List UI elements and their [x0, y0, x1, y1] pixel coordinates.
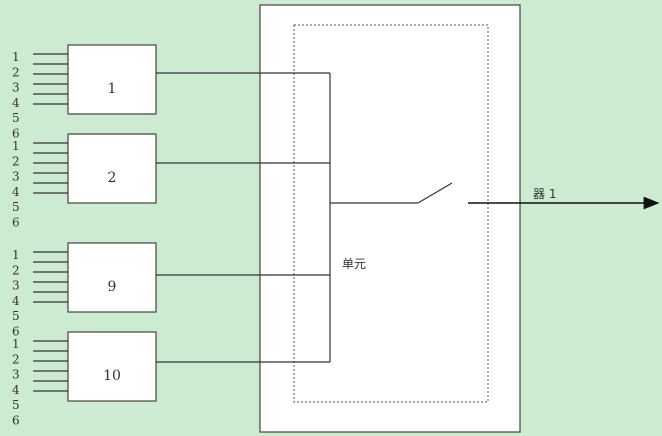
- input-label: 4: [12, 96, 20, 110]
- input-label: 6: [12, 414, 20, 428]
- module-label: 10: [103, 368, 121, 384]
- input-label: 5: [12, 398, 20, 412]
- input-label: 1: [12, 337, 20, 351]
- input-label: 3: [12, 170, 20, 184]
- switch-blade: [417, 182, 453, 204]
- module-box: [67, 44, 157, 115]
- input-label: 3: [12, 368, 20, 382]
- input-label: 4: [12, 294, 20, 308]
- input-label: 5: [12, 200, 20, 214]
- input-label: 2: [12, 352, 20, 366]
- input-label: 5: [12, 111, 20, 125]
- input-label: 1: [12, 248, 20, 262]
- input-label: 4: [12, 383, 20, 397]
- module-box: [67, 133, 157, 204]
- input-label: 3: [12, 279, 20, 293]
- module-box: [67, 331, 157, 402]
- input-label: 2: [12, 154, 20, 168]
- module-label: 2: [108, 170, 117, 186]
- input-label: 1: [12, 50, 20, 64]
- input-label: 5: [12, 309, 20, 323]
- module-9: 9 12 345 6: [12, 242, 330, 339]
- module-label: 1: [108, 81, 117, 97]
- output-label: 器 1: [533, 187, 556, 201]
- module-box: [67, 242, 157, 313]
- input-label: 2: [12, 263, 20, 277]
- module-10: 10 12 345 6: [12, 331, 330, 428]
- input-label: 4: [12, 185, 20, 199]
- unit-dashed-boundary: [293, 24, 489, 403]
- unit-label: 单元: [342, 257, 366, 271]
- unit-outer-box: [259, 4, 521, 433]
- input-label: 1: [12, 139, 20, 153]
- input-label: 6: [12, 127, 20, 141]
- input-label: 2: [12, 65, 20, 79]
- input-label: 6: [12, 325, 20, 339]
- input-label: 3: [12, 81, 20, 95]
- input-label: 6: [12, 216, 20, 230]
- module-label: 9: [108, 279, 117, 295]
